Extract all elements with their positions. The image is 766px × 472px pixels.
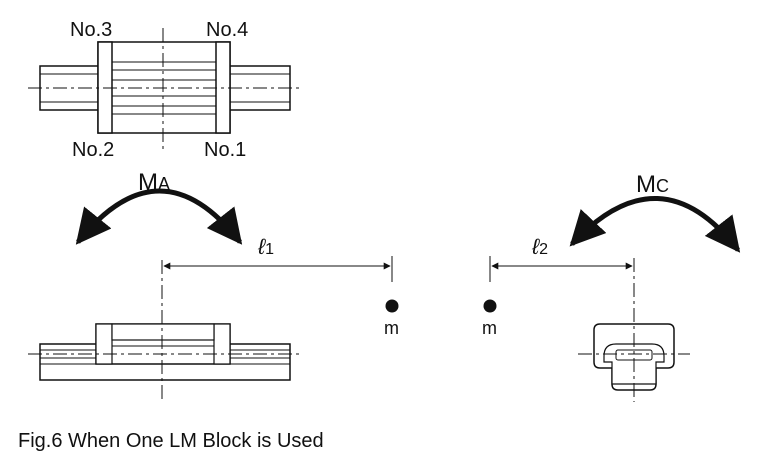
moment-mc-arrow xyxy=(569,196,741,253)
top-view-drawing xyxy=(28,28,300,150)
label-no3: No.3 xyxy=(70,19,112,41)
distance-l1-label: ℓ1 xyxy=(257,234,274,259)
mass-point-right xyxy=(483,299,497,313)
dimension-l2 xyxy=(489,256,633,282)
dimension-l1 xyxy=(163,256,393,282)
moment-ma-arrow xyxy=(75,188,243,245)
label-no4: No.4 xyxy=(206,19,248,41)
label-no2: No.2 xyxy=(72,139,114,161)
distance-l2-label: ℓ2 xyxy=(531,234,548,259)
mass-label-left: m xyxy=(384,318,399,338)
moment-mc-label: MC xyxy=(636,171,669,198)
label-no1: No.1 xyxy=(204,139,246,161)
mass-label-right: m xyxy=(482,318,497,338)
figure-caption: Fig.6 When One LM Block is Used xyxy=(18,430,324,452)
mass-point-left xyxy=(385,299,399,313)
side-view-drawing xyxy=(28,260,300,402)
moment-ma-label: MA xyxy=(138,169,170,196)
end-view-drawing xyxy=(578,258,690,402)
